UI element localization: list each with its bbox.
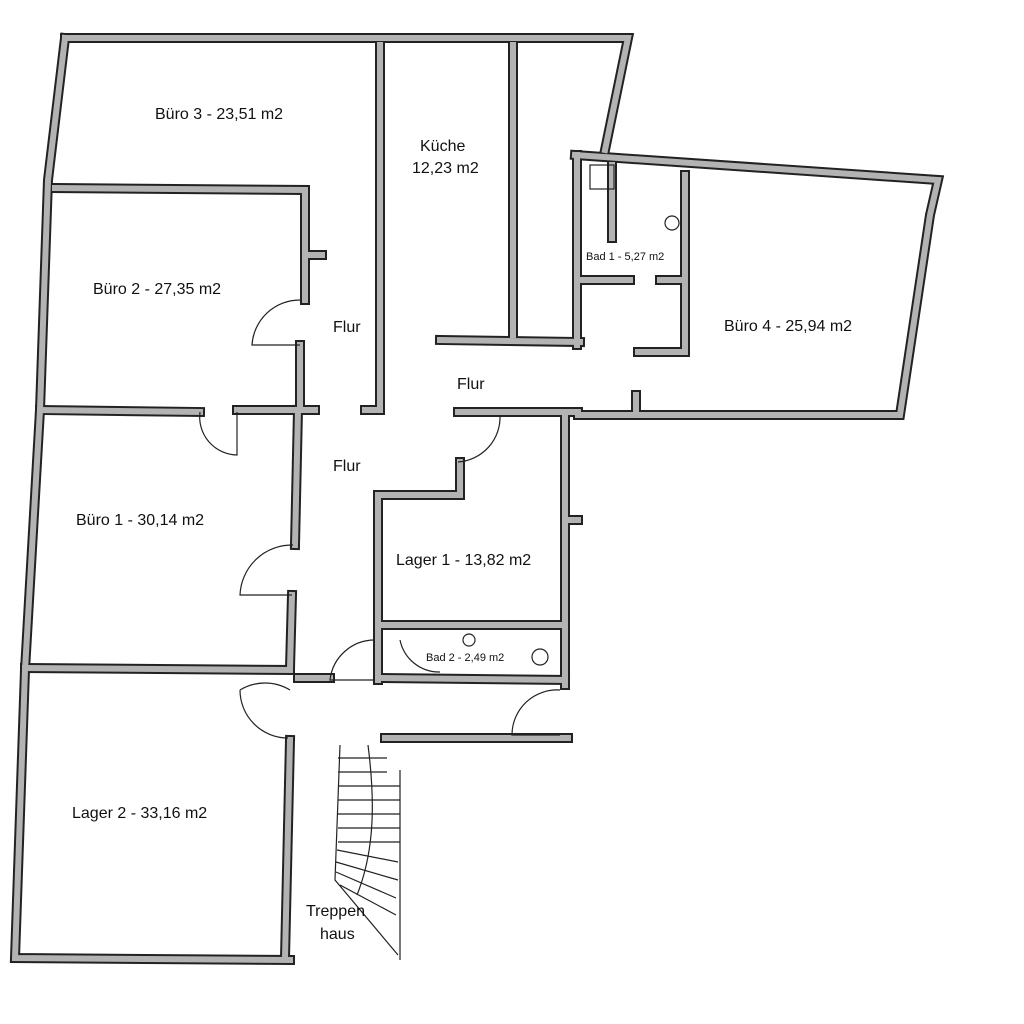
room-area-kueche: 12,23 m2 [412, 160, 479, 177]
staircase [334, 744, 401, 960]
room-label-buero3: Büro 3 - 23,51 m2 [155, 106, 284, 123]
room-label-buero2: Büro 2 - 27,35 m2 [93, 281, 222, 298]
room-label-flur-right: Flur [457, 376, 485, 393]
sink-icon [462, 633, 476, 647]
wall [51, 184, 308, 303]
room-label-bad1: Bad 1 - 5,27 m2 [586, 251, 665, 263]
room-label-lager2: Lager 2 - 33,16 m2 [72, 805, 208, 822]
toilet-icon [531, 648, 549, 666]
wall [374, 674, 569, 684]
room-label-lager1: Lager 1 - 13,82 m2 [396, 552, 532, 569]
wall [36, 406, 204, 416]
wall [571, 151, 942, 418]
wall [62, 35, 632, 154]
room-label-treppenhaus: Treppen [306, 903, 365, 920]
fixtures [462, 164, 680, 666]
room-label-buero1: Büro 1 - 30,14 m2 [76, 512, 205, 529]
wall [60, 33, 635, 156]
walls [9, 32, 945, 966]
shower-icon [589, 164, 615, 190]
room-label-bad2: Bad 2 - 2,49 m2 [426, 652, 505, 664]
room-label-buero4: Büro 4 - 25,94 m2 [724, 318, 853, 335]
room-label-kueche: Küche [420, 138, 466, 155]
stair-line [339, 884, 397, 916]
stair-line [356, 744, 373, 896]
sink-icon [664, 215, 680, 231]
wall [633, 170, 690, 357]
room-label-treppenhaus-2: haus [320, 926, 355, 943]
wall [635, 172, 688, 355]
room-label-flur-lower: Flur [333, 458, 361, 475]
wall [375, 459, 563, 628]
wall [291, 406, 302, 549]
wall [286, 591, 296, 672]
wall [436, 336, 584, 346]
wall [281, 736, 294, 962]
door-arcs [199, 299, 561, 739]
stair-line [335, 861, 399, 881]
room-label-flur-upper: Flur [333, 319, 361, 336]
wall [373, 457, 565, 630]
stair-line [334, 744, 401, 960]
stair-line [335, 871, 397, 899]
wall [11, 34, 294, 964]
wall [21, 664, 294, 674]
wall [362, 42, 383, 413]
stair-line [336, 849, 399, 863]
